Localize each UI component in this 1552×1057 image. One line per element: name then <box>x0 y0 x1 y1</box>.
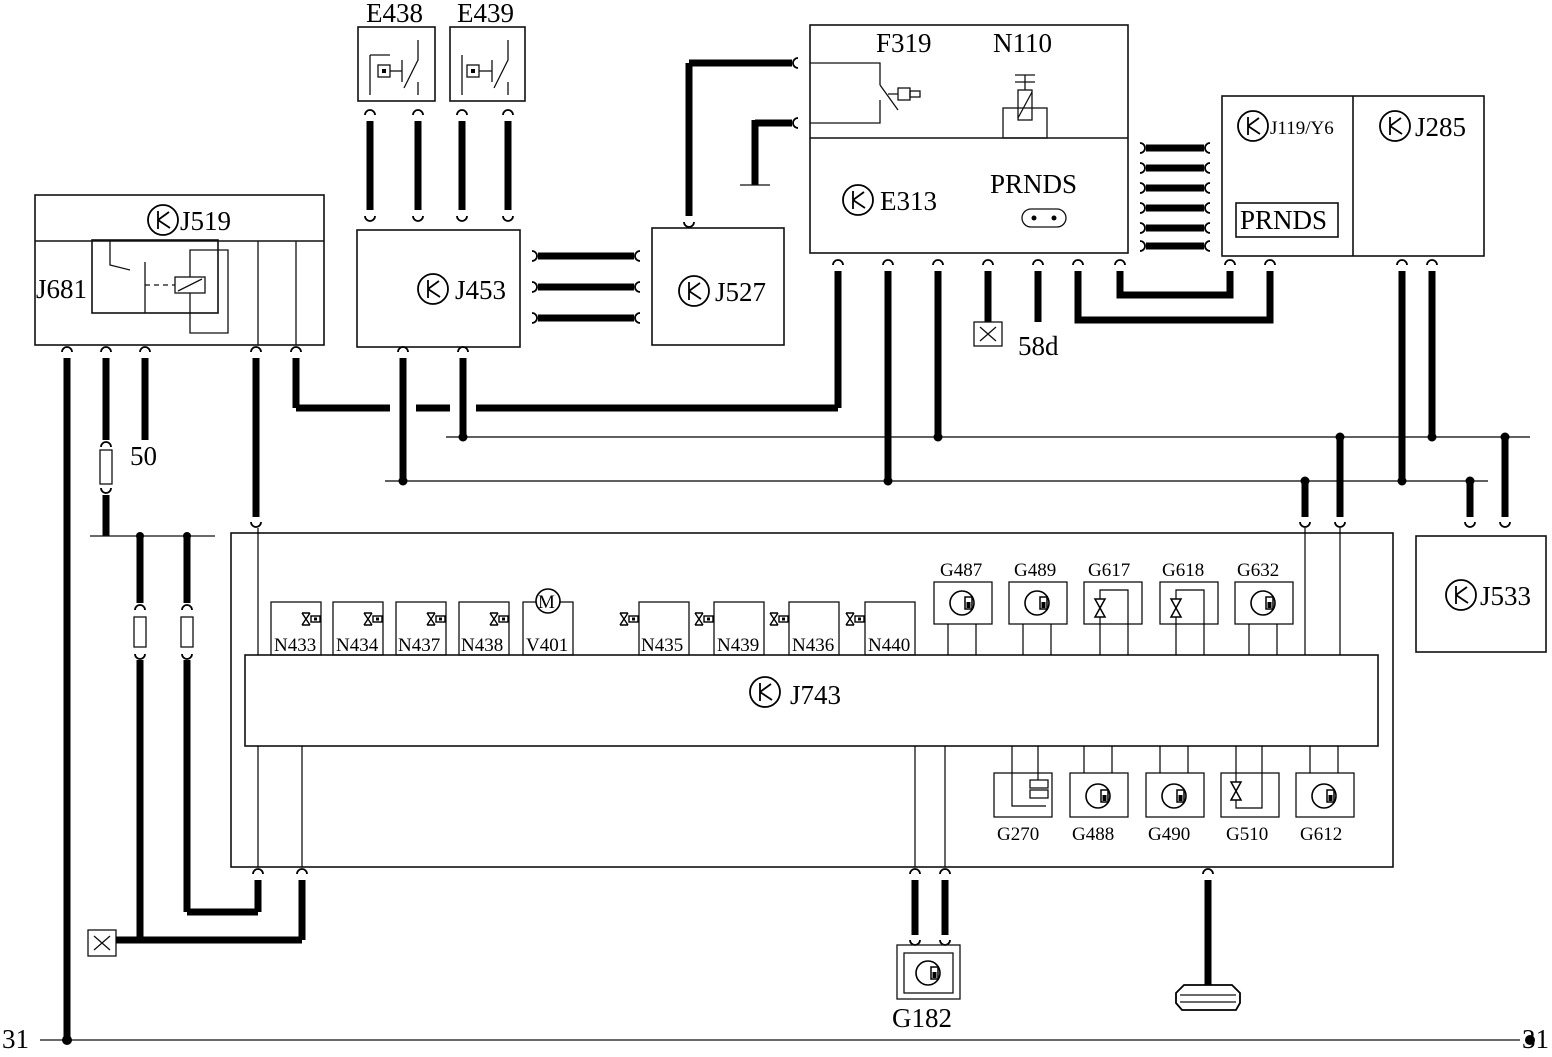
n433-label: N433 <box>274 635 316 656</box>
j285-label: J285 <box>1415 112 1466 142</box>
j285-wires <box>1398 271 1436 481</box>
v401-label: V401 <box>526 635 568 656</box>
j453-j527-bus <box>399 250 641 481</box>
component-n439: N439 <box>694 601 765 656</box>
n437-label: N437 <box>398 635 440 656</box>
sensor-g270: G270 <box>993 746 1053 845</box>
e439-label: E439 <box>457 0 514 28</box>
module-j119-j285: J119/Y6 PRNDS J285 <box>1204 95 1485 266</box>
module-j533: J533 <box>1415 535 1547 653</box>
sensor-g612: G612 <box>1295 746 1355 845</box>
sensor-g489: G489 <box>1008 560 1068 655</box>
g617-label: G617 <box>1088 560 1130 581</box>
g632-label: G632 <box>1237 560 1279 581</box>
component-n433: N433 <box>270 601 322 656</box>
j453-label: J453 <box>455 275 506 305</box>
j681-label: J681 <box>36 274 87 304</box>
j533-label: J533 <box>1480 581 1531 611</box>
terminal-31-right: 31 <box>1522 1024 1549 1054</box>
j743-lower-wiring <box>909 880 1212 985</box>
e313-wires: 58d <box>740 119 1274 481</box>
module-e313: F319 N110 E313 PRNDS <box>792 24 1146 266</box>
sensor-g618: G618 <box>1159 560 1219 655</box>
j119-prnds-label: PRNDS <box>1240 205 1327 235</box>
g489-label: G489 <box>1014 560 1056 581</box>
component-n437: N437 <box>395 601 447 656</box>
g612-label: G612 <box>1300 824 1342 845</box>
bottom-sensor-row: G270 G488 G490 G510 G612 <box>993 746 1355 845</box>
component-v401: M V401 <box>522 588 574 656</box>
sensor-g488: G488 <box>1069 746 1129 845</box>
n436-label: N436 <box>792 635 834 656</box>
module-j527: J527 <box>651 59 792 346</box>
ground-strap-icon <box>1175 984 1241 1011</box>
component-n438: N438 <box>458 601 510 656</box>
n435-label: N435 <box>641 635 683 656</box>
g270-label: G270 <box>997 824 1039 845</box>
sensor-g182: G182 <box>892 944 961 1033</box>
n439-label: N439 <box>717 635 759 656</box>
e438-label: E438 <box>366 0 423 28</box>
g488-label: G488 <box>1072 824 1114 845</box>
j519-wiring: 50 <box>63 358 838 1040</box>
e313-label: E313 <box>880 186 937 216</box>
f319-label: F319 <box>876 28 932 58</box>
sensor-g490: G490 <box>1145 746 1205 845</box>
sensor-g632: G632 <box>1234 560 1294 655</box>
component-n434: N434 <box>332 601 384 656</box>
terminal-58d: 58d <box>1018 331 1059 361</box>
e313-prnds-label: PRNDS <box>990 169 1077 199</box>
n440-label: N440 <box>868 635 910 656</box>
n434-label: N434 <box>336 635 379 656</box>
component-n440: N440 <box>845 601 916 656</box>
terminal-31-left: 31 <box>2 1024 29 1054</box>
solenoid-row: N433 N434 N437 N438 M V401 N435 <box>270 588 916 656</box>
n438-label: N438 <box>461 635 503 656</box>
terminal-50: 50 <box>130 441 157 471</box>
j743-label: J743 <box>790 680 841 710</box>
component-n436: N436 <box>769 601 840 656</box>
can-bus-lines <box>385 400 1530 528</box>
j527-label: J527 <box>715 277 766 307</box>
g510-label: G510 <box>1226 824 1268 845</box>
module-j743-housing: J743 <box>230 528 1394 875</box>
switch-e438: E438 <box>357 0 436 116</box>
module-j453: J453 <box>356 229 538 353</box>
n110-label: N110 <box>993 28 1052 58</box>
switch-e439: E439 <box>449 0 526 116</box>
sensor-g617: G617 <box>1083 560 1143 655</box>
g618-label: G618 <box>1162 560 1204 581</box>
e438-e439-wires <box>364 121 514 222</box>
j119-label: J119/Y6 <box>1270 118 1334 139</box>
sensor-g510: G510 <box>1220 746 1280 845</box>
component-n435: N435 <box>619 601 690 656</box>
g182-label: G182 <box>892 1003 952 1033</box>
ground-line-31: 31 31 <box>2 1024 1549 1054</box>
g487-label: G487 <box>940 560 982 581</box>
sensor-g487: G487 <box>933 560 993 655</box>
top-sensor-row: G487 G489 G617 G618 G632 <box>933 560 1294 655</box>
j519-label: J519 <box>180 206 231 236</box>
motor-icon: M <box>538 592 555 613</box>
g490-label: G490 <box>1148 824 1190 845</box>
module-j519: J519 J681 <box>34 194 325 353</box>
